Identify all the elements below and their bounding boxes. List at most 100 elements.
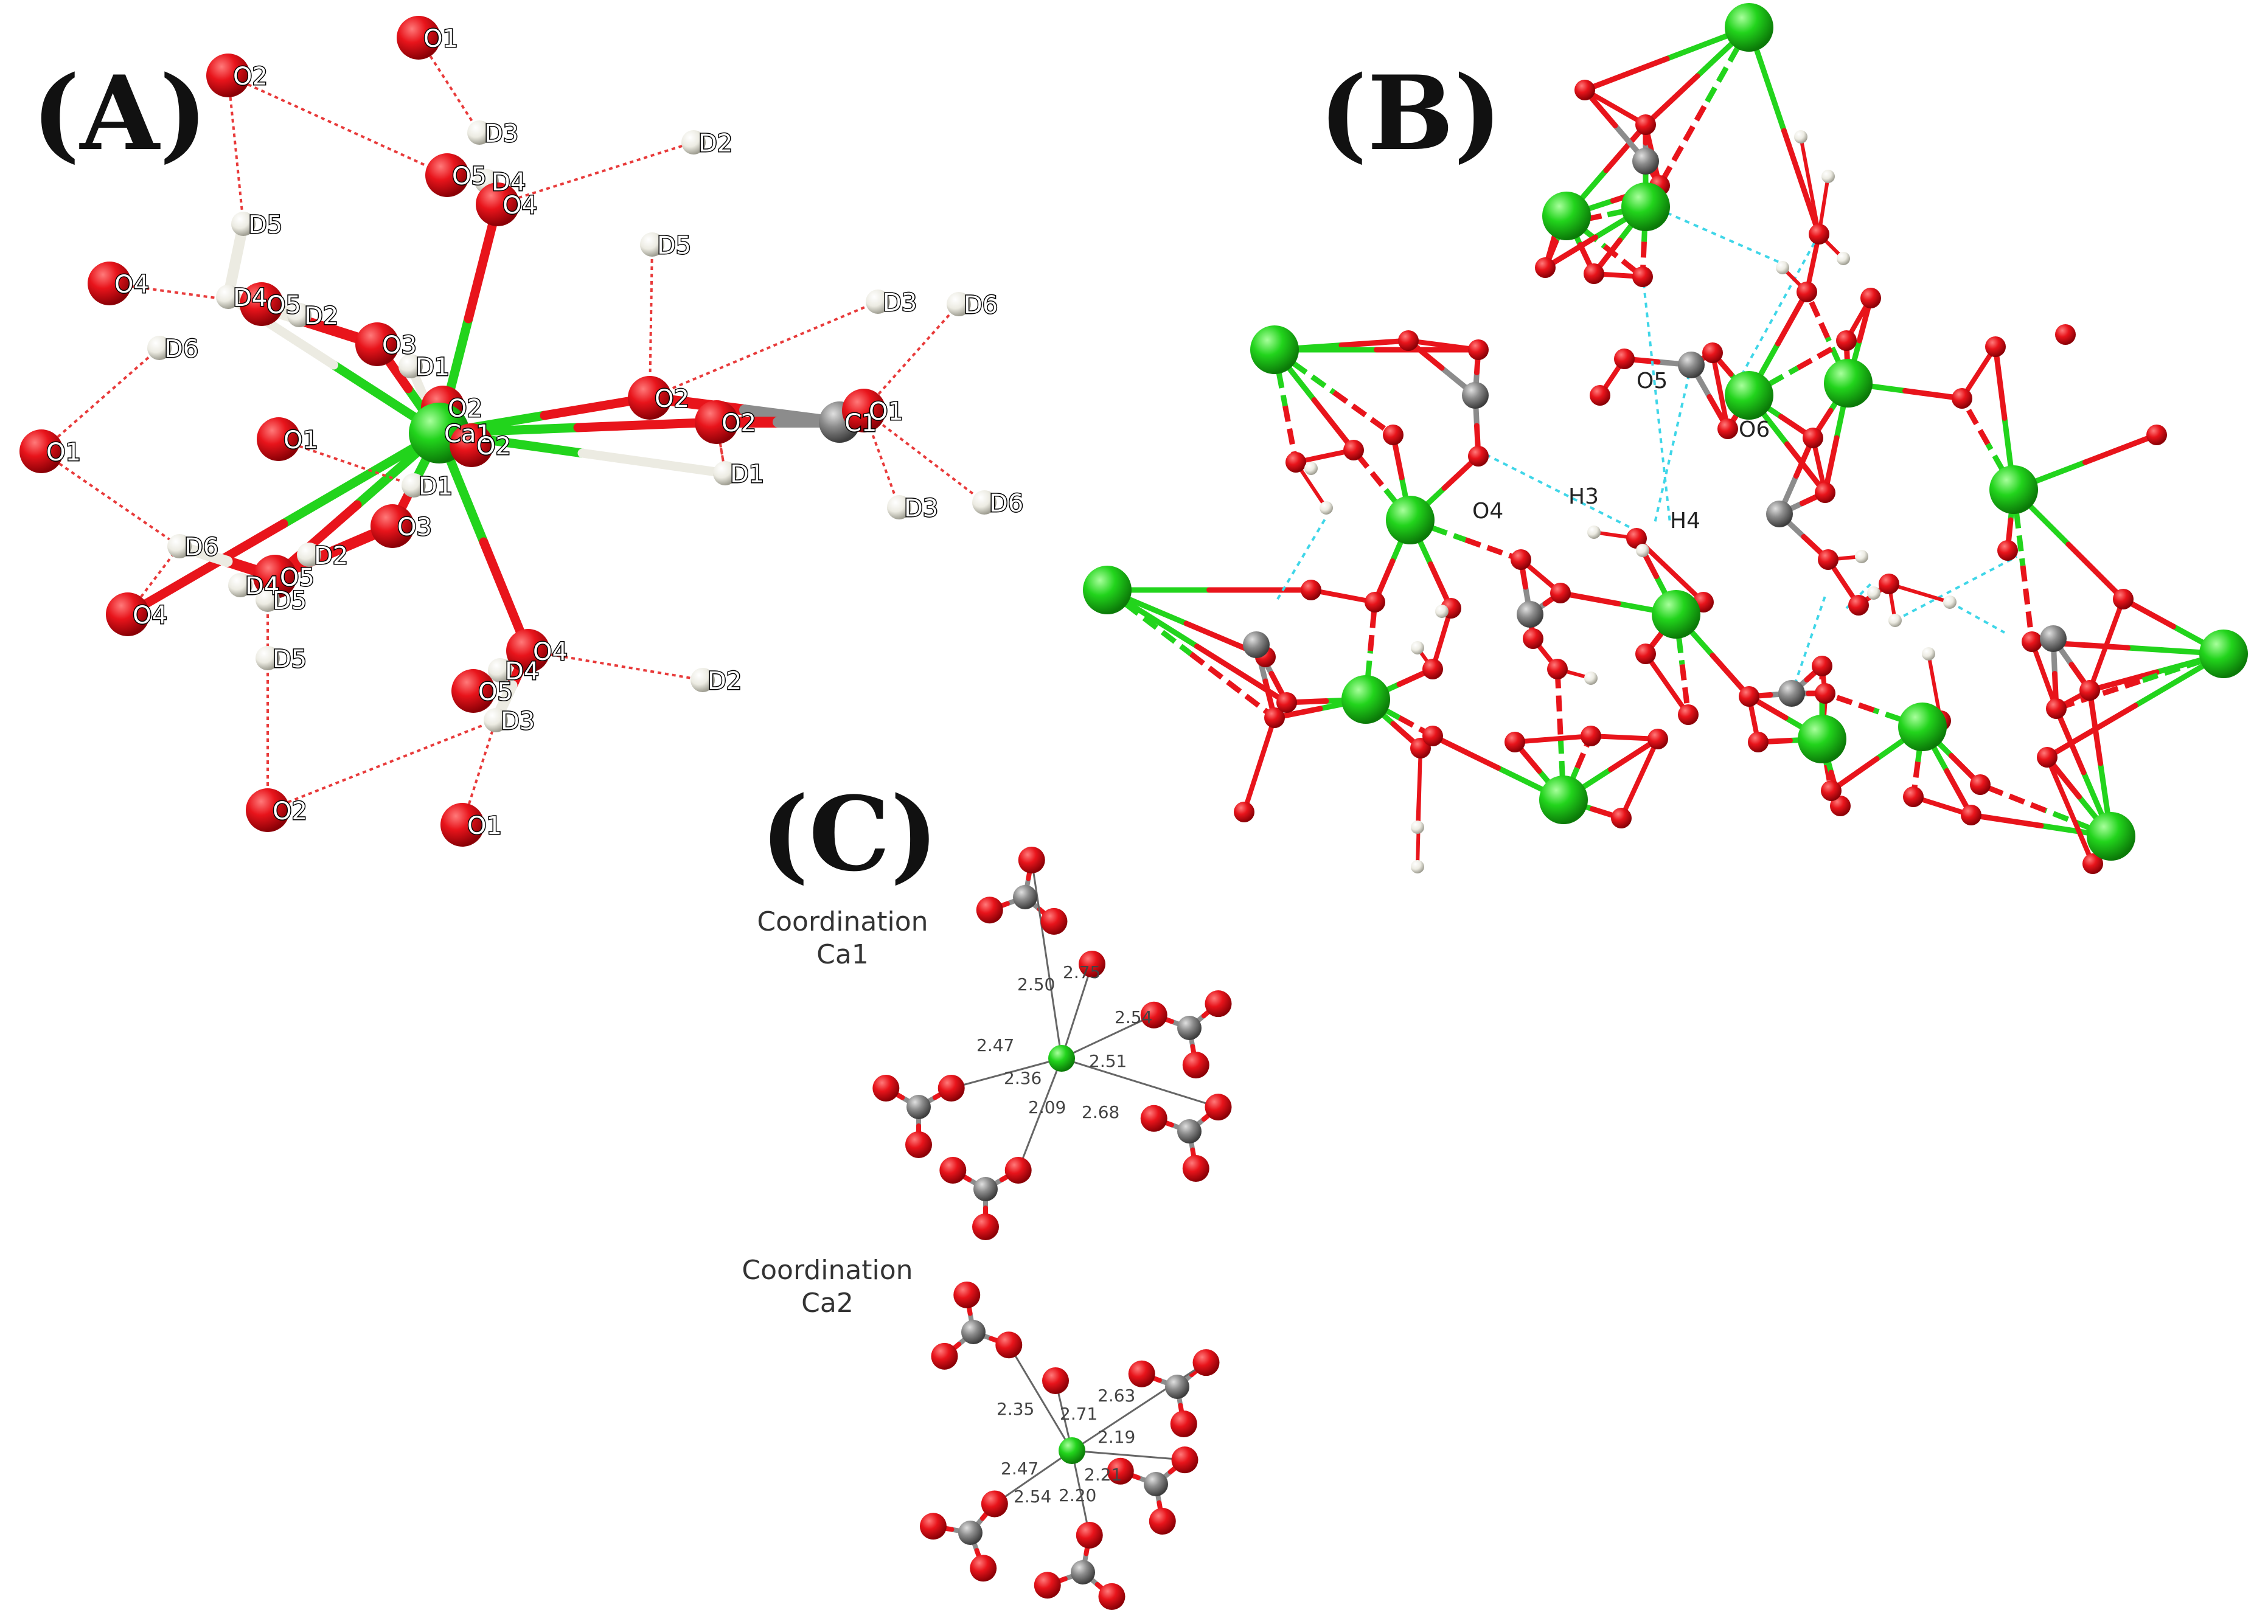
deuterium-atom: [287, 303, 311, 327]
oxygen-atom: [1952, 388, 1972, 409]
oxygen-atom: [1830, 796, 1851, 816]
atom-label: O5: [280, 564, 315, 592]
bond: [1968, 812, 2044, 828]
deuterium-atom: [1888, 614, 1902, 627]
ca1-title-line1: Coordination: [757, 906, 928, 937]
coordination-line: [994, 1449, 1073, 1505]
atom-label: O1: [284, 426, 318, 454]
carbon-atom: [961, 1320, 986, 1344]
atom-label: O2: [722, 409, 756, 437]
panel-c-letter: (C): [760, 774, 939, 894]
coordination-line: [1007, 1344, 1073, 1451]
hydrogen-bond: [227, 75, 245, 224]
oxygen-atom: [1170, 1411, 1197, 1438]
atom-label: C1: [844, 409, 877, 437]
deuterium-atom: [690, 668, 715, 692]
ca2-title-line2: Ca2: [801, 1288, 854, 1319]
oxygen-atom: [937, 1075, 965, 1102]
deuterium-atom: [1304, 462, 1318, 475]
carbon-atom: [1071, 1560, 1095, 1584]
ca2-distance: 2.63: [1097, 1386, 1135, 1406]
atom-label: O3: [382, 331, 417, 359]
calcium-atom: [1798, 715, 1846, 763]
oxygen-atom: [253, 555, 297, 599]
deuterium-atom: [972, 490, 997, 515]
panel-b: (B) O5 O6 O4 H3 H4: [1083, 3, 2248, 874]
coordination-bond: [1979, 782, 2047, 813]
bond: [1799, 136, 1821, 235]
oxygen-atom: [1635, 644, 1656, 664]
oxygen-atom: [2037, 747, 2058, 768]
ca2-distance: 2.20: [1059, 1485, 1096, 1505]
oxygen-atom: [440, 803, 484, 847]
calcium-atom: [1652, 590, 1700, 639]
oxygen-atom: [1584, 263, 1604, 284]
carbon-atom: [1766, 501, 1793, 527]
hydrogen-bond: [228, 74, 448, 176]
hydrogen-bond: [40, 347, 161, 453]
oxygen-atom: [1234, 802, 1254, 822]
atom-label: D2: [314, 542, 348, 570]
oxygen-atom: [1040, 907, 1068, 935]
carbon-atom: [1678, 352, 1705, 378]
deuterium-atom: [1584, 671, 1598, 685]
atom-label: O1: [46, 439, 81, 467]
coordination-bond: [1824, 690, 1875, 713]
oxygen-atom: [450, 423, 493, 467]
bond: [1430, 607, 1453, 670]
deuterium-atom: [1411, 821, 1424, 834]
atom-label: D2: [304, 302, 338, 330]
oxygen-atom: [1004, 1157, 1032, 1184]
bond: [1430, 733, 1501, 771]
panel-c-bonds: [883, 857, 1221, 1599]
coordination-bond: [1368, 602, 1378, 651]
bond: [1888, 582, 1950, 604]
atom-label: D3: [484, 120, 518, 148]
hydrogen-bond: [863, 303, 960, 412]
deuterium-atom: [866, 290, 890, 314]
hydrogen-bond: [1666, 212, 1792, 269]
hydrogen-bond: [527, 650, 703, 681]
oxygen-atom: [1821, 780, 1842, 801]
oxygen-atom: [970, 1555, 997, 1582]
oxygen-atom: [106, 592, 150, 636]
oxygen-atom: [88, 262, 131, 305]
carbon-atom: [1177, 1016, 1202, 1040]
calcium-atom: [1341, 675, 1390, 724]
hydrogen-bond: [1276, 516, 1327, 600]
panel-c-atoms: [872, 846, 1232, 1610]
coordination-bond: [1657, 105, 1707, 187]
deuterium-atom: [167, 534, 192, 558]
calcium-atom: [1621, 182, 1670, 231]
bond: [123, 519, 288, 619]
bond: [1643, 652, 1691, 717]
oxygen-atom: [1860, 288, 1881, 308]
carbon-atom: [1144, 1472, 1168, 1496]
bond: [1584, 88, 1647, 127]
atom-label: O1: [423, 25, 458, 53]
deuterium-atom: [1867, 586, 1880, 600]
calcium-atom: [1824, 359, 1873, 408]
atom-label: O5: [452, 162, 487, 190]
atom-label: O4: [503, 192, 537, 220]
atom-label: O2: [476, 432, 511, 460]
oxygen-atom: [1739, 686, 1759, 707]
bond: [1619, 738, 1660, 819]
deuterium-atom: [147, 336, 172, 360]
oxygen-atom: [1818, 549, 1838, 570]
oxygen-atom: [1809, 224, 1829, 245]
oxygen-atom: [1547, 659, 1568, 679]
hydrogen-bond: [1949, 601, 2005, 634]
carbon-atom: [1517, 601, 1543, 628]
ca2-distance: 2.47: [1001, 1459, 1038, 1479]
coordination-line: [1061, 1057, 1219, 1108]
oxygen-atom: [1182, 1155, 1209, 1182]
oxygen-atom: [1635, 114, 1656, 135]
oxygen-atom: [19, 429, 63, 473]
deuterium-atom: [1922, 647, 1935, 661]
calcium-atom: [1083, 566, 1132, 614]
atom-label: D1: [416, 353, 450, 381]
bond: [2044, 703, 2138, 760]
panel-b-label-h4: H4: [1670, 508, 1700, 533]
